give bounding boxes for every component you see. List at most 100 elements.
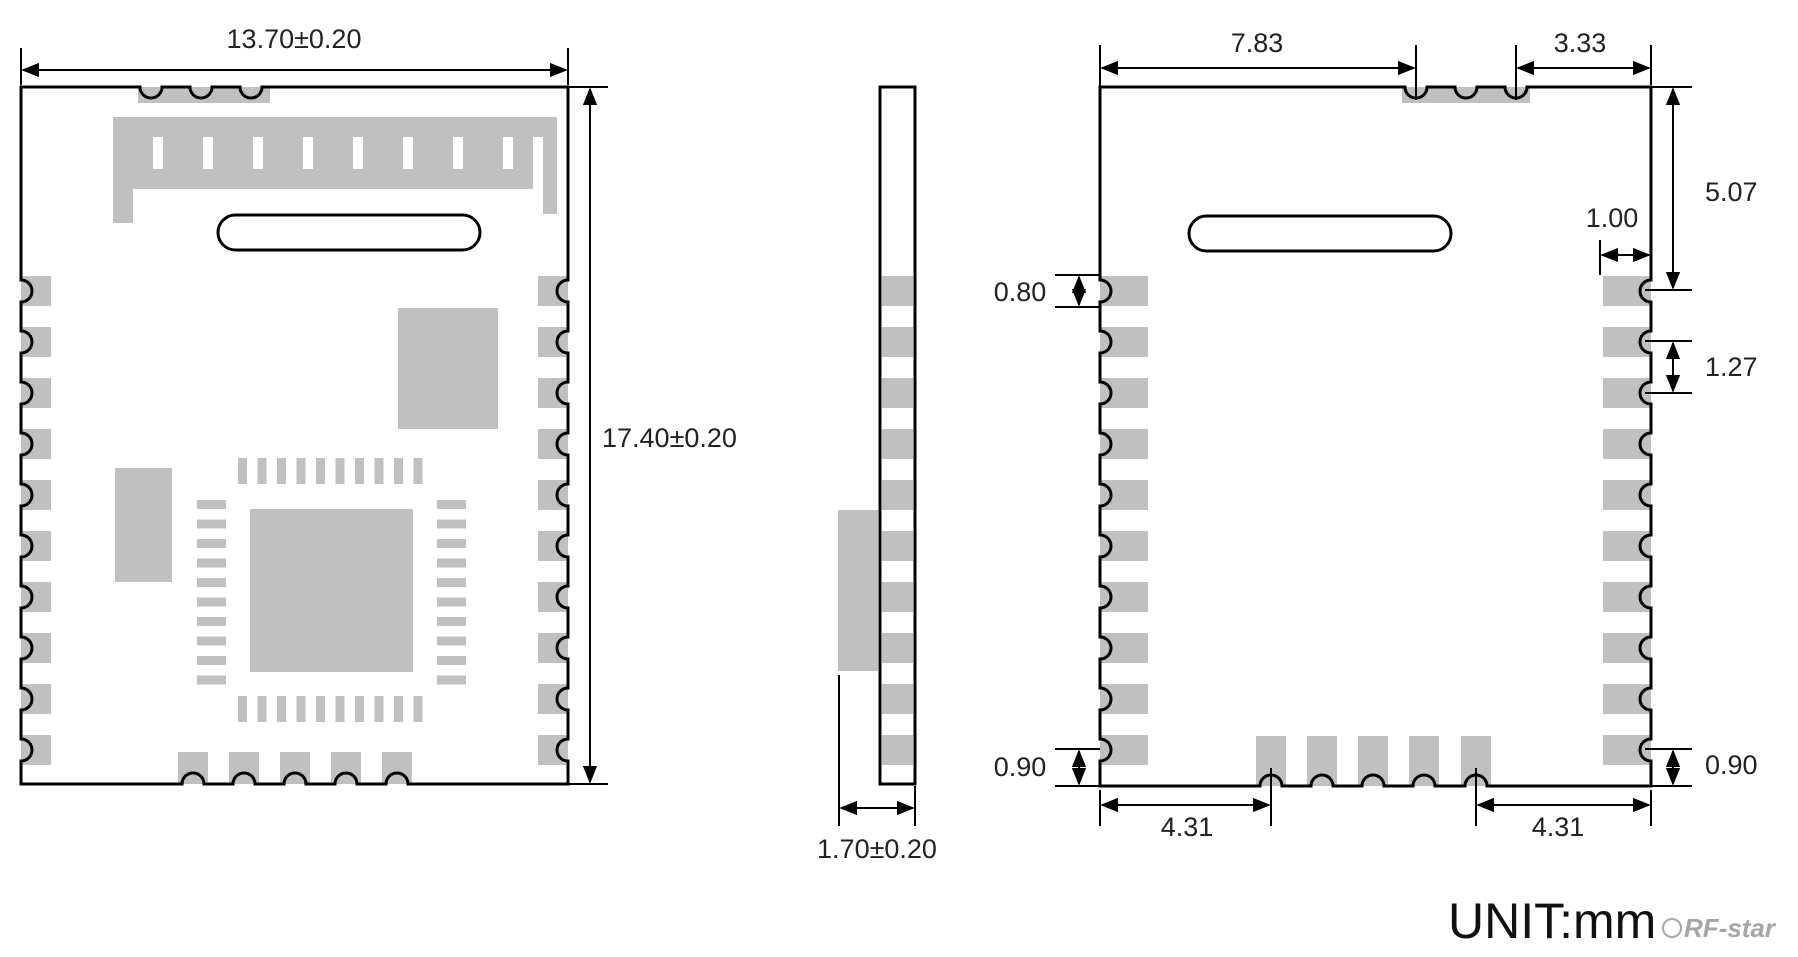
chip-pin-bottom — [413, 696, 423, 722]
side-pad — [882, 327, 913, 357]
front-top-pad — [138, 87, 270, 103]
side-thickness-dim: 1.70±0.20 — [817, 834, 937, 864]
front-slot — [216, 213, 482, 252]
bottom-right-pad — [1603, 480, 1651, 510]
chip-body — [250, 509, 413, 672]
antenna-end — [543, 117, 557, 214]
front-height-dim: 17.40±0.20 — [602, 423, 737, 453]
chip-pin-bottom — [374, 696, 384, 722]
bottom-bottom-pad — [1358, 736, 1388, 786]
bottom-left-pad — [1100, 531, 1148, 561]
chip-pin-bottom — [257, 696, 267, 722]
bottom-view: 7.83 3.33 5.07 1.00 0.80 1.27 0.90 — [994, 28, 1758, 842]
antenna-bottom — [383, 169, 433, 189]
chip-pin-right — [437, 597, 466, 607]
antenna-bottom — [233, 169, 283, 189]
bottom-top-pads — [1402, 87, 1530, 103]
antenna-gap — [153, 137, 163, 169]
pcb-antenna — [113, 117, 557, 223]
dim-783: 7.83 — [1231, 28, 1284, 58]
chip-pin-bottom — [238, 696, 247, 722]
front-view: 13.70±0.20 17.40±0.20 — [19, 24, 737, 786]
chip-pin-top — [296, 458, 306, 484]
chip-pin-left — [197, 539, 226, 548]
chip-pin-top — [277, 458, 286, 484]
dim-333: 3.33 — [1554, 28, 1607, 58]
antenna-bottom — [433, 169, 483, 189]
antenna-bottom — [333, 169, 383, 189]
dim-100: 1.00 — [1586, 203, 1639, 233]
bottom-left-pad — [1100, 327, 1148, 357]
bottom-bottom-pad — [1307, 736, 1337, 786]
bottom-left-pad — [1100, 633, 1148, 663]
bottom-left-pad — [1100, 276, 1148, 306]
bottom-right-pad — [1603, 684, 1651, 714]
antenna-bottom — [133, 169, 183, 189]
bottom-right-pad — [1603, 327, 1651, 357]
chip-pin-right — [437, 617, 466, 626]
bottom-left-pad — [1100, 378, 1148, 408]
side-pad — [882, 480, 913, 510]
chip-pin-left — [197, 636, 226, 646]
bottom-left-pad — [1100, 480, 1148, 510]
small-component — [115, 468, 172, 582]
front-width-dim: 13.70±0.20 — [227, 24, 362, 54]
antenna-bottom — [483, 169, 533, 189]
dim-090-left: 0.90 — [994, 752, 1047, 782]
antenna-gap — [203, 137, 213, 169]
side-view: 1.70±0.20 — [817, 85, 937, 864]
chip-pin-right — [437, 519, 466, 529]
chip-pin-top — [335, 458, 345, 484]
chip-pins — [197, 458, 466, 722]
bottom-bottom-pad — [1409, 736, 1439, 786]
side-pads — [882, 276, 913, 765]
side-pad — [882, 429, 913, 459]
chip-pin-left — [197, 617, 226, 626]
side-pad — [882, 276, 913, 306]
chip-pin-right — [437, 558, 466, 568]
chip-pin-top — [413, 458, 423, 484]
logo-text: RF-star — [1684, 913, 1777, 943]
chip-pin-left — [197, 500, 226, 509]
rf-star-logo: RF-star — [1662, 913, 1777, 943]
bottom-right-pad — [1603, 276, 1651, 306]
chip-pin-right — [437, 675, 466, 685]
chip-pin-right — [437, 500, 466, 509]
side-pad — [882, 735, 913, 765]
bottom-right-pad — [1603, 582, 1651, 612]
bottom-left-pad — [1100, 684, 1148, 714]
chip-pin-top — [355, 458, 364, 484]
bottom-right-pad — [1603, 378, 1651, 408]
chip-pin-bottom — [316, 696, 325, 722]
bottom-right-pad — [1603, 531, 1651, 561]
bottom-right-pad — [1603, 633, 1651, 663]
bottom-left-pad — [1100, 429, 1148, 459]
antenna-bottom — [183, 169, 233, 189]
unit-label: UNIT:mm — [1448, 893, 1656, 949]
chip-pin-bottom — [394, 696, 403, 722]
chip-pin-left — [197, 519, 226, 529]
bottom-left-pad — [1100, 735, 1148, 765]
side-outline — [878, 85, 917, 786]
antenna-gap — [503, 137, 513, 169]
antenna-gap — [353, 137, 363, 169]
chip-pin-right — [437, 539, 466, 548]
bottom-left-pads — [1100, 276, 1148, 765]
dim-507: 5.07 — [1705, 177, 1758, 207]
chip-pin-top — [374, 458, 384, 484]
chip-pin-top — [238, 458, 247, 484]
chip-pin-bottom — [296, 696, 306, 722]
chip-pin-left — [197, 675, 226, 685]
bottom-top-pad — [1402, 87, 1530, 103]
side-component — [838, 510, 878, 671]
dim-431-left: 4.31 — [1161, 812, 1214, 842]
dim-080: 0.80 — [994, 277, 1047, 307]
antenna-feed — [113, 117, 133, 223]
side-pad — [882, 684, 913, 714]
chip-pin-left — [197, 656, 226, 665]
bottom-right-pads — [1603, 276, 1651, 765]
chip-pin-bottom — [335, 696, 345, 722]
bottom-bottom-pads — [1256, 736, 1491, 786]
side-pad — [882, 378, 913, 408]
